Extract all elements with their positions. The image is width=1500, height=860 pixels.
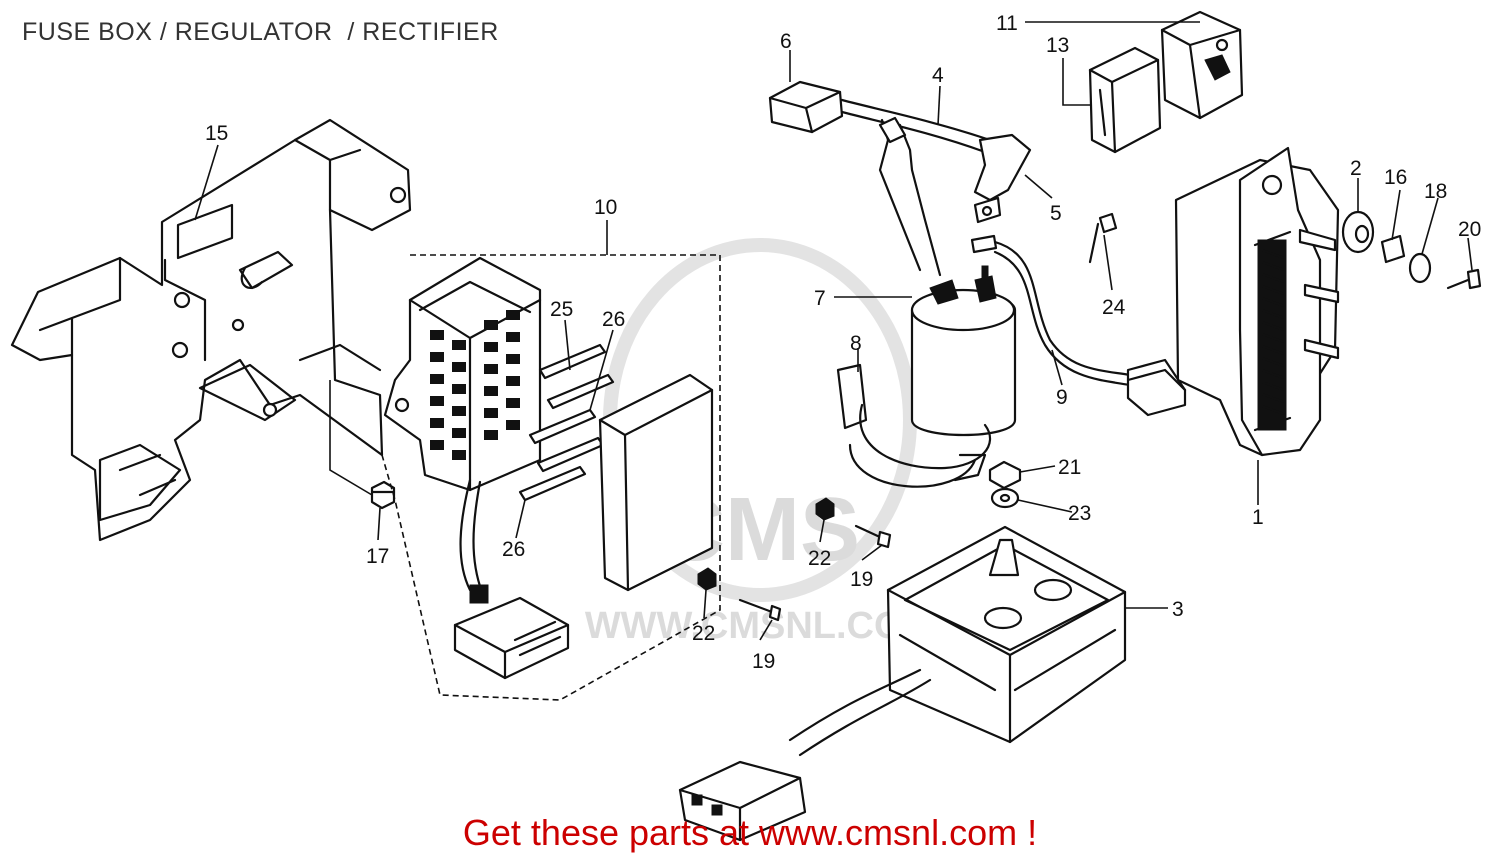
part-cover-13 xyxy=(1088,46,1162,154)
callout-25: 25 xyxy=(550,298,573,321)
callout-21: 21 xyxy=(1058,456,1081,479)
footer-link-text[interactable]: Get these parts at www.cmsnl.com ! xyxy=(462,812,1038,853)
part-nut-17 xyxy=(370,480,396,510)
callout-18: 18 xyxy=(1424,180,1447,203)
callout-22b: 22 xyxy=(808,547,831,570)
callouts: 1 2 3 4 5 6 7 8 9 10 11 13 15 16 17 18 1… xyxy=(205,12,1481,673)
callout-1: 1 xyxy=(1252,506,1264,529)
callout-10: 10 xyxy=(594,196,617,219)
callout-26b: 26 xyxy=(502,538,525,561)
callout-15: 15 xyxy=(205,122,228,145)
part-starter-relay-7 xyxy=(910,265,1017,437)
group-outline-10 xyxy=(381,254,721,701)
part-lead-9 xyxy=(970,234,1187,417)
part-bracket-15 xyxy=(10,118,412,542)
callout-20: 20 xyxy=(1458,218,1481,241)
callout-17: 17 xyxy=(366,545,389,568)
part-unit-3 xyxy=(678,525,1127,842)
part-relay-band-8 xyxy=(836,363,992,488)
callout-11: 11 xyxy=(996,12,1018,35)
leader-lines xyxy=(194,21,1473,641)
callout-19b: 19 xyxy=(850,568,873,591)
callout-4: 4 xyxy=(932,64,944,87)
callout-9: 9 xyxy=(1056,386,1068,409)
callout-5: 5 xyxy=(1050,202,1062,225)
callout-16: 16 xyxy=(1384,166,1407,189)
callout-2: 2 xyxy=(1350,157,1362,180)
part-starter-cable-4 xyxy=(768,80,1032,277)
callout-7: 7 xyxy=(814,287,826,310)
callout-22a: 22 xyxy=(692,622,715,645)
callout-3: 3 xyxy=(1172,598,1184,621)
part-rectifier-11 xyxy=(1160,10,1244,120)
part-screw-19 xyxy=(738,524,892,622)
part-fuse-box-10 xyxy=(383,256,570,680)
part-washers-21-23 xyxy=(988,460,1022,509)
part-regulator-1 xyxy=(1174,146,1340,457)
callout-6: 6 xyxy=(780,30,792,53)
part-fuses-25-26 xyxy=(518,343,615,502)
callout-24: 24 xyxy=(1102,296,1126,319)
callout-13: 13 xyxy=(1046,34,1069,57)
part-fuse-cover xyxy=(598,373,714,592)
callout-8: 8 xyxy=(850,332,862,355)
part-screw-24 xyxy=(1088,212,1118,264)
part-nut-22 xyxy=(697,497,835,591)
watermark-url: WWW.CMSNL.COM xyxy=(585,605,935,647)
callout-19a: 19 xyxy=(752,650,775,673)
callout-23: 23 xyxy=(1068,502,1091,525)
diagram-title: FUSE BOX / REGULATOR / RECTIFIER xyxy=(22,18,499,46)
callout-26a: 26 xyxy=(602,308,625,331)
